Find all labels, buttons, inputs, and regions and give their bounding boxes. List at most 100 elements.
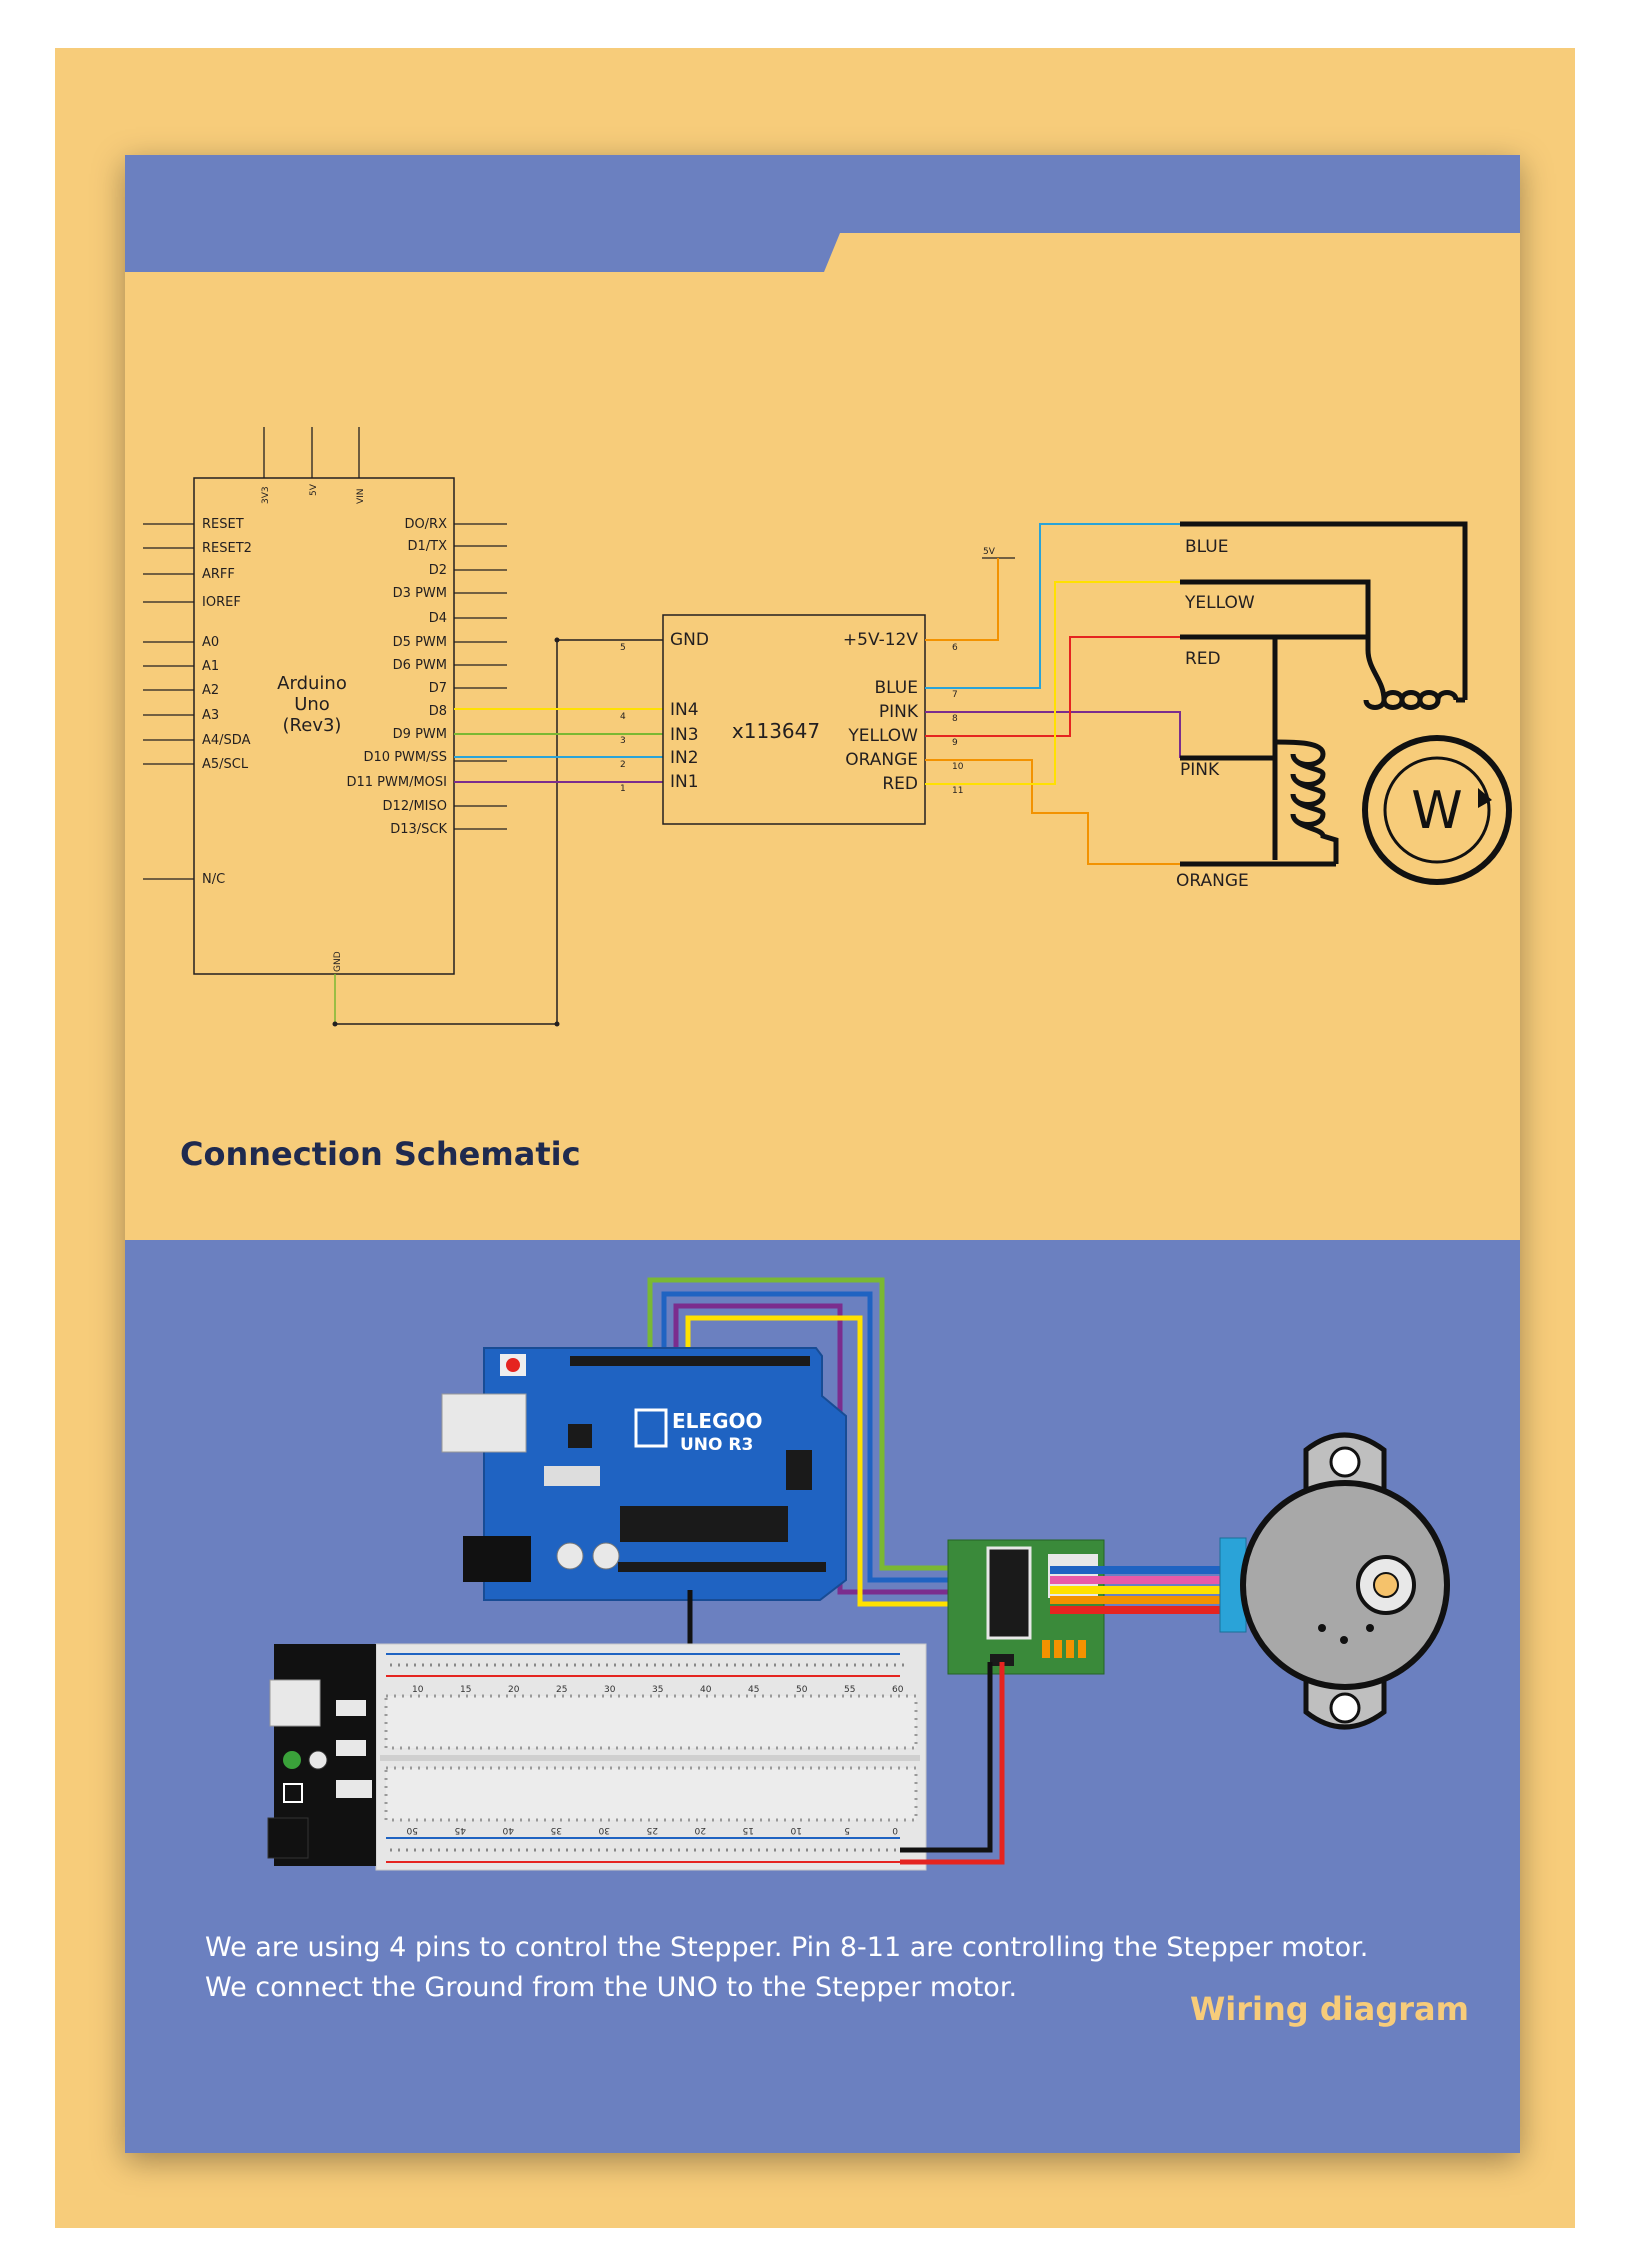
arduino-schematic: 3V3 5V VIN RESET RESET2 ARFF IOREF (143, 427, 560, 1027)
motor-wires (925, 523, 1181, 865)
stepper-symbol: BLUE YELLOW RED PINK ORANGE W (1176, 521, 1512, 891)
caption-line: We connect the Ground from the UNO to th… (205, 1972, 1018, 2003)
pin-label: DO/RX (404, 517, 447, 532)
bb-number: 15 (743, 1825, 754, 1835)
stepper-motor (1219, 1432, 1450, 1730)
driver-pin-label: YELLOW (847, 726, 918, 746)
bb-number: 45 (748, 1685, 759, 1695)
arduino-box (193, 477, 455, 975)
motor-wire-label: PINK (1180, 760, 1220, 780)
pin-label: D9 PWM (393, 727, 447, 742)
usb-port (441, 1393, 527, 1453)
motor-symbol: W (1411, 781, 1462, 841)
driver-pin-number: 2 (620, 760, 626, 770)
bb-number: 35 (652, 1685, 663, 1695)
pin-gnd-label: GND (333, 951, 343, 972)
pin-label: D12/MISO (383, 799, 447, 814)
driver-pin-label: BLUE (875, 678, 918, 698)
pin-label: RESET (202, 517, 244, 532)
arduino-right-pins: DO/RX D1/TX D2 D3 PWM D4 D5 PWM D6 PWM D… (346, 517, 507, 837)
bb-number: 50 (796, 1685, 808, 1695)
driver-pin-number: 8 (952, 714, 958, 724)
driver-box (662, 614, 926, 825)
motor-wire-label: ORANGE (1176, 871, 1249, 891)
motor-wire-label: RED (1185, 649, 1221, 669)
motor-wire-label: BLUE (1185, 537, 1228, 557)
board-model: UNO R3 (680, 1435, 753, 1455)
bb-number: 0 (892, 1825, 898, 1835)
bb-number: 15 (460, 1685, 471, 1695)
bb-number: 5 (844, 1825, 850, 1835)
uln2003-chip (986, 1546, 1032, 1640)
motor-ribbon (1050, 1566, 1226, 1614)
driver-pin-label: IN1 (670, 772, 699, 792)
pin-label: A0 (202, 635, 219, 650)
bb-number: 50 (406, 1825, 418, 1835)
arduino-name-line-1: Arduino (277, 673, 347, 694)
pin-label: D8 (429, 704, 447, 719)
driver-pin-number: 6 (952, 643, 958, 653)
driver-pin-number: 11 (952, 786, 963, 796)
driver-pin-number: 10 (952, 762, 964, 772)
pin-label: D1/TX (407, 539, 447, 554)
pin-label: D2 (429, 563, 447, 578)
wiring-caption: We are using 4 pins to control the Stepp… (205, 1928, 1369, 2008)
pin-label: A1 (202, 659, 219, 674)
bb-number: 20 (508, 1685, 520, 1695)
bb-number: 35 (551, 1825, 562, 1835)
bb-number: 25 (647, 1825, 658, 1835)
pin-label: A2 (202, 683, 219, 698)
driver-pin-number: 4 (620, 712, 626, 722)
pin-3v3-label: 3V3 (261, 486, 271, 504)
bb-number: 25 (556, 1685, 567, 1695)
pin-label: D10 PWM/SS (364, 750, 447, 765)
driver-pin-number: 1 (620, 784, 626, 794)
pin-label: RESET2 (202, 541, 252, 556)
elegoo-logo (634, 1408, 668, 1448)
bb-number: 20 (694, 1825, 706, 1835)
pin-label: N/C (202, 872, 225, 887)
pin-label: D4 (429, 611, 447, 626)
wiring-illustration: ELEGOO UNO R3 10 1 (267, 1277, 1450, 1871)
reset-button[interactable] (506, 1358, 520, 1372)
driver-pin-label: RED (882, 774, 918, 794)
pin-label: D7 (429, 681, 447, 696)
pin-label: A4/SDA (202, 733, 251, 748)
bb-number: 60 (892, 1685, 904, 1695)
arduino-name-line-2: Uno (294, 694, 330, 715)
bb-number: 10 (790, 1825, 802, 1835)
bb-number: 30 (598, 1825, 610, 1835)
breadboard-top-numbers: 10 15 20 25 30 35 40 45 50 55 60 (412, 1685, 904, 1695)
supply-5v: 5V (925, 547, 1015, 641)
driver-schematic: x113647 GND IN4 IN3 IN2 IN1 5 4 3 2 1 +5… (620, 614, 964, 825)
driver-pin-label: ORANGE (845, 750, 918, 770)
driver-pin-label: GND (670, 630, 709, 650)
wiring-title: Wiring diagram (1190, 1990, 1469, 2028)
pin-label: A5/SCL (202, 757, 249, 772)
schematic-heading: Connection Schematic (180, 1135, 581, 1173)
driver-pin-label: +5V-12V (843, 630, 918, 650)
caption-line: We are using 4 pins to control the Stepp… (205, 1932, 1369, 1963)
pin-5v-label: 5V (309, 483, 319, 496)
bb-number: 10 (412, 1685, 424, 1695)
pin-label: D13/SCK (390, 822, 447, 837)
bb-number: 30 (604, 1685, 616, 1695)
motor-body (1240, 1480, 1450, 1690)
pin-label: D3 PWM (393, 586, 447, 601)
arduino-board: ELEGOO UNO R3 (441, 1347, 847, 1601)
pin-label: ARFF (202, 567, 235, 582)
breadboard-bottom-numbers: 50 45 40 35 30 25 20 15 10 5 0 (406, 1825, 898, 1835)
driver-pin-label: IN2 (670, 748, 699, 768)
arduino-name-line-3: (Rev3) (283, 715, 342, 736)
board-brand: ELEGOO (672, 1409, 763, 1433)
breadboard: 10 15 20 25 30 35 40 45 50 55 60 50 45 4… (267, 1643, 927, 1871)
signal-wires (454, 639, 663, 783)
power-jack (463, 1536, 531, 1582)
arduino-left-pins: RESET RESET2 ARFF IOREF A0 A1 A2 A3 A4/S… (143, 517, 252, 887)
pin-label: A3 (202, 708, 219, 723)
pin-label: D5 PWM (393, 635, 447, 650)
bb-number: 55 (844, 1685, 855, 1695)
pin-label: D11 PWM/MOSI (346, 775, 447, 790)
